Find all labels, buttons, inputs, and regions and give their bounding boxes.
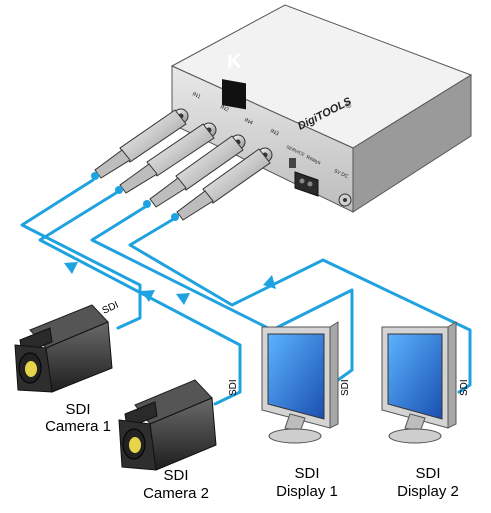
camera-1-label-line1: SDI [65,401,90,418]
kramer-logo: K [222,50,246,110]
bnc-connector-2 [115,123,215,194]
signal-arrows [64,262,276,305]
camera-1-icon [14,304,113,393]
display-2-label-line1: SDI [415,465,440,482]
port-label-5vdc: 5V DC [333,168,349,180]
relay-terminal-block [294,171,319,197]
dc-power-jack [338,193,352,207]
display-2-icon [381,321,457,444]
arrow-camera2a [141,290,155,302]
camera-1-label-line2: Camera 1 [45,418,111,435]
display-1-label-line2: Display 1 [276,483,338,500]
camera-2-label-line1: SDI [163,467,188,484]
display-1-icon [261,321,339,444]
logo-letter: K [227,50,242,74]
bnc-connector-1 [91,109,187,180]
display-1-label-line1: SDI [294,465,319,482]
cable-label-camera2: SDI [228,379,239,396]
registered-mark: ® [344,100,353,111]
port-label-in4: IN4 [243,117,253,126]
cable-display2 [128,218,472,394]
port-label-in3: IN3 [269,128,279,137]
cable-camera1 [20,178,142,330]
cable-display1 [90,205,354,382]
camera-2-icon [118,379,217,471]
bnc-connector-3 [143,135,244,208]
digitools-device: K DigiTOOLS ® IN1 IN2 IN4 IN3 SERVICE Re… [170,4,473,213]
device-side-face [352,74,472,213]
display-2-label-line2: Display 2 [397,483,459,500]
arrow-camera1 [64,262,78,274]
service-switch [289,158,296,168]
cable-camera2 [38,191,242,406]
cable-label-display2: SDI [459,379,470,396]
arrow-display2 [263,275,276,289]
bnc-connector-4 [171,148,271,221]
port-label-in1: IN1 [191,91,201,100]
arrow-camera2b [176,293,190,305]
cable-label-display1: SDI [340,379,351,396]
port-label-in2: IN2 [219,104,229,113]
cable-label-camera1: SDI [101,300,121,317]
camera-2-label-line2: Camera 2 [143,485,209,502]
